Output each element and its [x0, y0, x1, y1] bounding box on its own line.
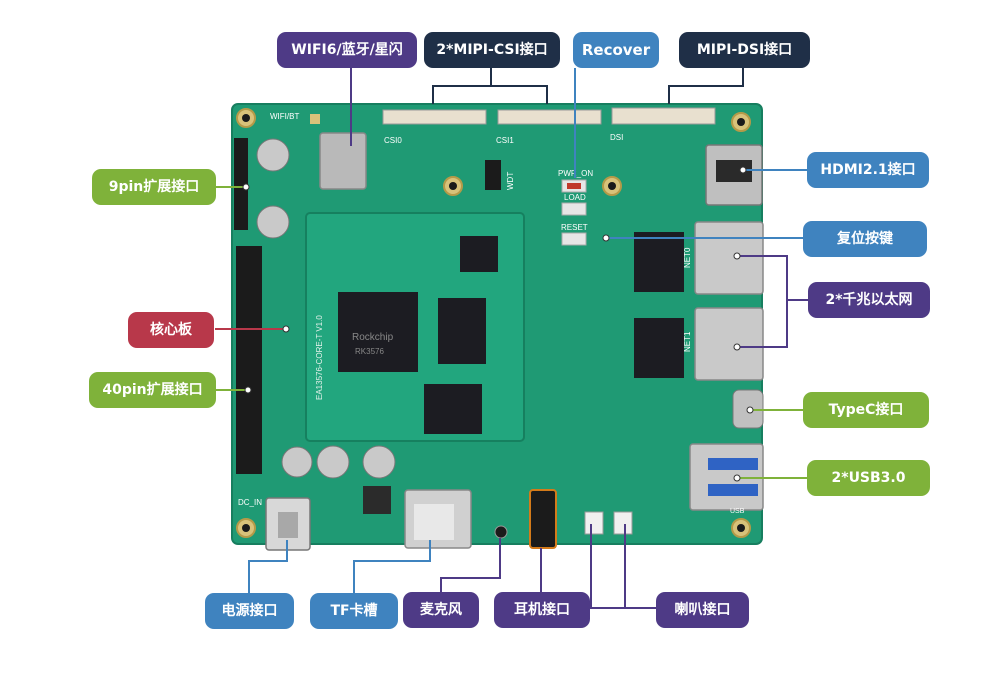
label-mic: 麦克风 [403, 592, 479, 628]
ethernet-port-0 [694, 221, 764, 295]
capacitors [256, 138, 396, 479]
soc-chip [338, 292, 418, 372]
label-reset: 复位按键 [803, 221, 927, 257]
leader-lines [215, 68, 812, 609]
buttons [561, 179, 587, 246]
label-tf: TF卡槽 [310, 593, 398, 629]
ethernet-port-1 [694, 307, 764, 381]
speaker-connector-1 [584, 511, 604, 535]
soc-model-text: RK3576 [355, 347, 384, 356]
label-typec: TypeC接口 [803, 392, 929, 428]
wifi-module [319, 132, 367, 190]
board-dc-in-text: DC_IN [238, 498, 262, 507]
board-csi1-text: CSI1 [496, 136, 514, 145]
headphone-jack [529, 489, 557, 549]
label-recover: Recover [573, 32, 659, 68]
label-headphone: 耳机接口 [494, 592, 590, 628]
mic [494, 525, 508, 539]
board-net0-text: NET0 [683, 247, 692, 268]
label-9pin: 9pin扩展接口 [92, 169, 216, 205]
csi1-connector [497, 109, 602, 125]
board-csi0-text: CSI0 [384, 136, 402, 145]
csi0-connector [382, 109, 487, 125]
core-model-text: EA13576-CORE-T V1.0 [315, 315, 324, 400]
dsi-connector [611, 107, 716, 125]
label-core: 核心板 [128, 312, 214, 348]
label-hdmi: HDMI2.1接口 [807, 152, 929, 188]
label-mipi-dsi: MIPI-DSI接口 [679, 32, 810, 68]
label-usb: 2*USB3.0 [807, 460, 930, 496]
label-speaker: 喇叭接口 [656, 592, 749, 628]
label-mipi-csi: 2*MIPI-CSI接口 [424, 32, 560, 68]
soc-brand-text: Rockchip [352, 332, 394, 343]
label-ethernet: 2*千兆以太网 [808, 282, 930, 318]
board-dsi-text: DSI [610, 133, 623, 142]
pin-headers [234, 138, 262, 474]
label-wifi: WIFI6/蓝牙/星闪 [277, 32, 417, 68]
board-wdt-text: WDT [506, 172, 515, 190]
board-wifi-bt-text: WIFI/BT [270, 112, 299, 121]
label-40pin: 40pin扩展接口 [89, 372, 216, 408]
speaker-connector-2 [613, 511, 633, 535]
board-usb-text: USB [730, 508, 745, 515]
leader-dots [242, 166, 754, 482]
mounting-holes [236, 108, 751, 538]
board-load-text: LOAD [564, 193, 586, 202]
label-power: 电源接口 [205, 593, 294, 629]
board-reset-text: RESET [561, 223, 588, 232]
board-net1-text: NET1 [683, 331, 692, 352]
